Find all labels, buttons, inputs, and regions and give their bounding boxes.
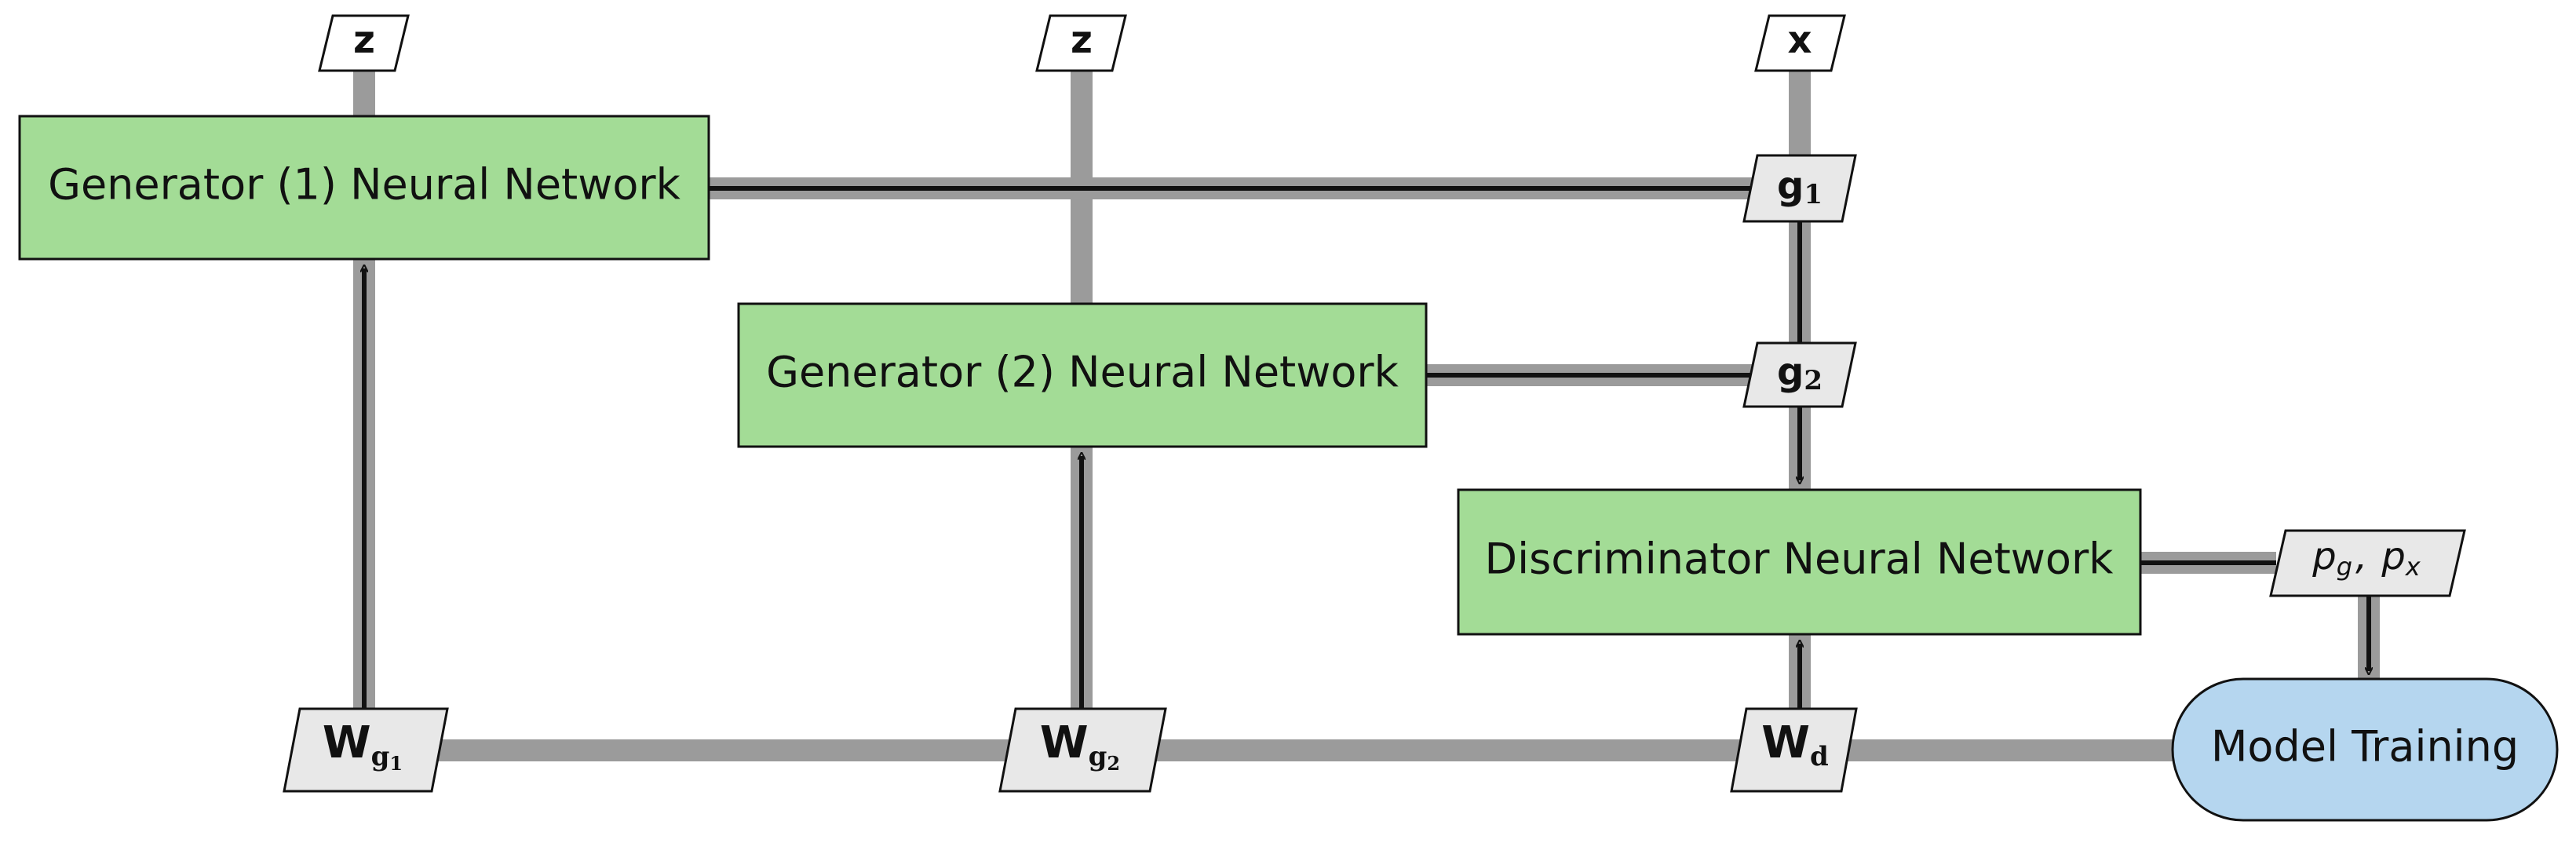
wd-main: W [1761,717,1810,768]
g1-main: g [1777,164,1804,208]
black-connectors [364,186,2369,709]
discriminator-node[interactable]: Discriminator Neural Network [1457,488,2142,636]
weight-wg1: Wg1 [283,707,449,793]
g1-sub: 1 [1804,179,1823,210]
generator-2-label: Generator (2) Neural Network [766,348,1399,397]
input-x-label: x [1788,18,1812,62]
weight-wg1-label: Wg1 [323,717,403,774]
discriminator-label: Discriminator Neural Network [1485,535,2114,584]
p-g-sub: g [2337,552,2352,582]
output-g1: g1 [1742,154,1857,223]
generator-1-node[interactable]: Generator (1) Neural Network [18,115,710,261]
p-x-main: p [2381,535,2405,578]
output-probabilities: pg,px [2269,529,2466,597]
p-separator: , [2355,535,2367,578]
input-z2: z [1035,14,1127,72]
output-g2-label: g2 [1777,350,1823,396]
model-training-label: Model Training [2211,722,2519,772]
wg1-subsub: 1 [389,752,403,775]
input-z1-label: z [353,18,375,62]
wg2-sub: g [1089,741,1107,772]
generator-2-node[interactable]: Generator (2) Neural Network [737,302,1428,448]
wg1-sub: g [371,741,390,772]
weight-wd-label: Wd [1761,717,1829,772]
model-training-node[interactable]: Model Training [2171,677,2559,822]
wg2-main: W [1040,717,1089,768]
generator-1-label: Generator (1) Neural Network [48,160,681,210]
g2-main: g [1777,350,1804,394]
weight-wd: Wd [1730,707,1858,793]
output-probabilities-label: pg,px [2311,535,2421,582]
p-x-sub: x [2405,552,2421,582]
wg2-subsub: 2 [1107,752,1120,775]
wd-sub: d [1810,741,1829,772]
weight-wg2-label: Wg2 [1040,717,1120,774]
p-g-main: p [2311,535,2336,578]
input-x: x [1754,14,1846,72]
wg1-main: W [323,717,371,768]
output-g2: g2 [1742,341,1857,408]
input-z1: z [318,14,410,72]
g2-sub: 2 [1804,365,1823,396]
output-g1-label: g1 [1777,164,1823,210]
weight-wg2: Wg2 [998,707,1167,793]
input-z2-label: z [1071,18,1093,62]
